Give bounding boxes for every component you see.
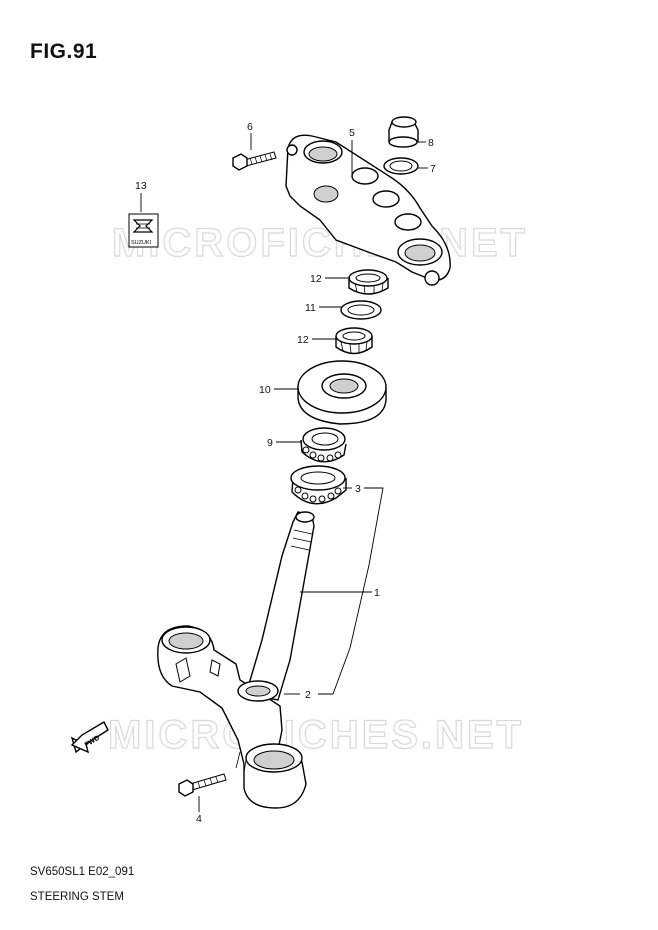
dust-seal [297, 360, 387, 425]
callout-13: 13 [135, 180, 147, 192]
forward-direction-arrow: FWD [70, 721, 109, 754]
upper-bearing [300, 427, 347, 463]
callout-8: 8 [428, 137, 434, 149]
washer [383, 157, 419, 175]
lock-nut-lower [335, 327, 373, 355]
callout-1: 1 [374, 587, 380, 599]
emblem-brand-text: SUZUKI [131, 240, 152, 246]
callout-9: 9 [267, 437, 273, 449]
section-name: STEERING STEM [30, 891, 124, 903]
callout-5: 5 [349, 127, 355, 139]
watermark-bottom: MICROFICHES.NET [108, 713, 524, 757]
lower-clamp-bolt [178, 773, 227, 797]
figure-title: FIG.91 [30, 40, 98, 63]
model-code: SV650SL1 E02_091 [30, 866, 135, 878]
lower-bearing [290, 465, 347, 505]
cap-nut [388, 116, 419, 148]
steering-stem-lower-bracket [157, 511, 315, 809]
steering-washer [340, 300, 382, 320]
emblem-part: SUZUKI [128, 213, 159, 248]
callout-11: 11 [305, 302, 316, 314]
callout-2: 2 [305, 689, 311, 701]
watermark-top: MICROFICHES.NET [112, 221, 528, 265]
callout-12-lower: 12 [297, 334, 309, 346]
callout-10: 10 [259, 384, 271, 396]
upper-clamp-bolt [232, 151, 277, 171]
callout-12-upper: 12 [310, 273, 322, 285]
callout-7: 7 [430, 163, 436, 175]
callout-leaders [140, 133, 428, 812]
callout-4: 4 [196, 813, 202, 825]
lock-nut-upper [348, 269, 389, 295]
callout-3: 3 [355, 483, 361, 495]
callout-6: 6 [247, 121, 253, 133]
steering-stem-upper-bracket [285, 134, 451, 286]
